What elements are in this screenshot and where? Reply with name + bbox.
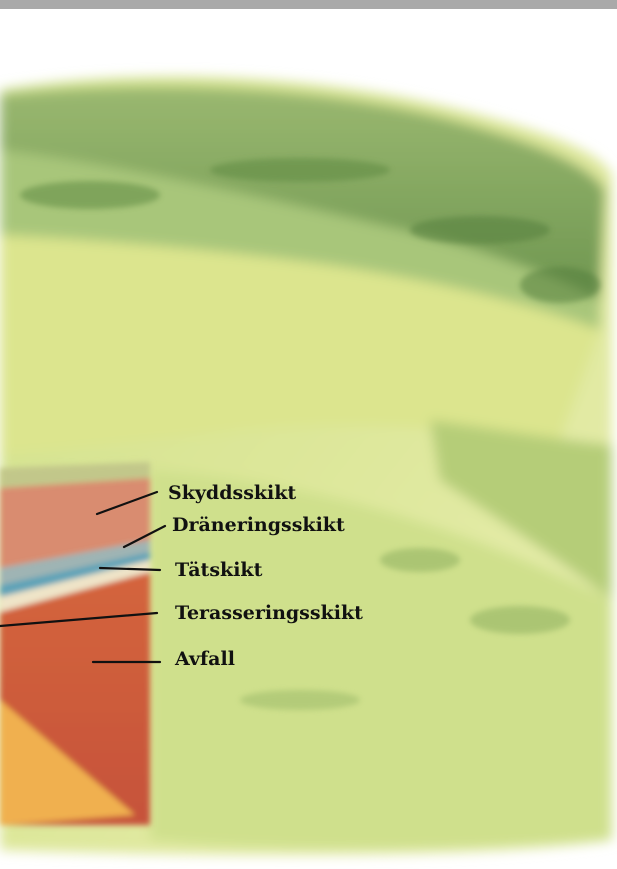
label-avfall: Avfall (175, 650, 235, 669)
label-draneringsskikt: Dräneringsskikt (172, 516, 345, 535)
label-terasseringsskikt: Terasseringsskikt (175, 604, 363, 623)
label-skyddsskikt: Skyddsskikt (168, 484, 296, 503)
label-tatskikt: Tätskikt (175, 561, 262, 580)
